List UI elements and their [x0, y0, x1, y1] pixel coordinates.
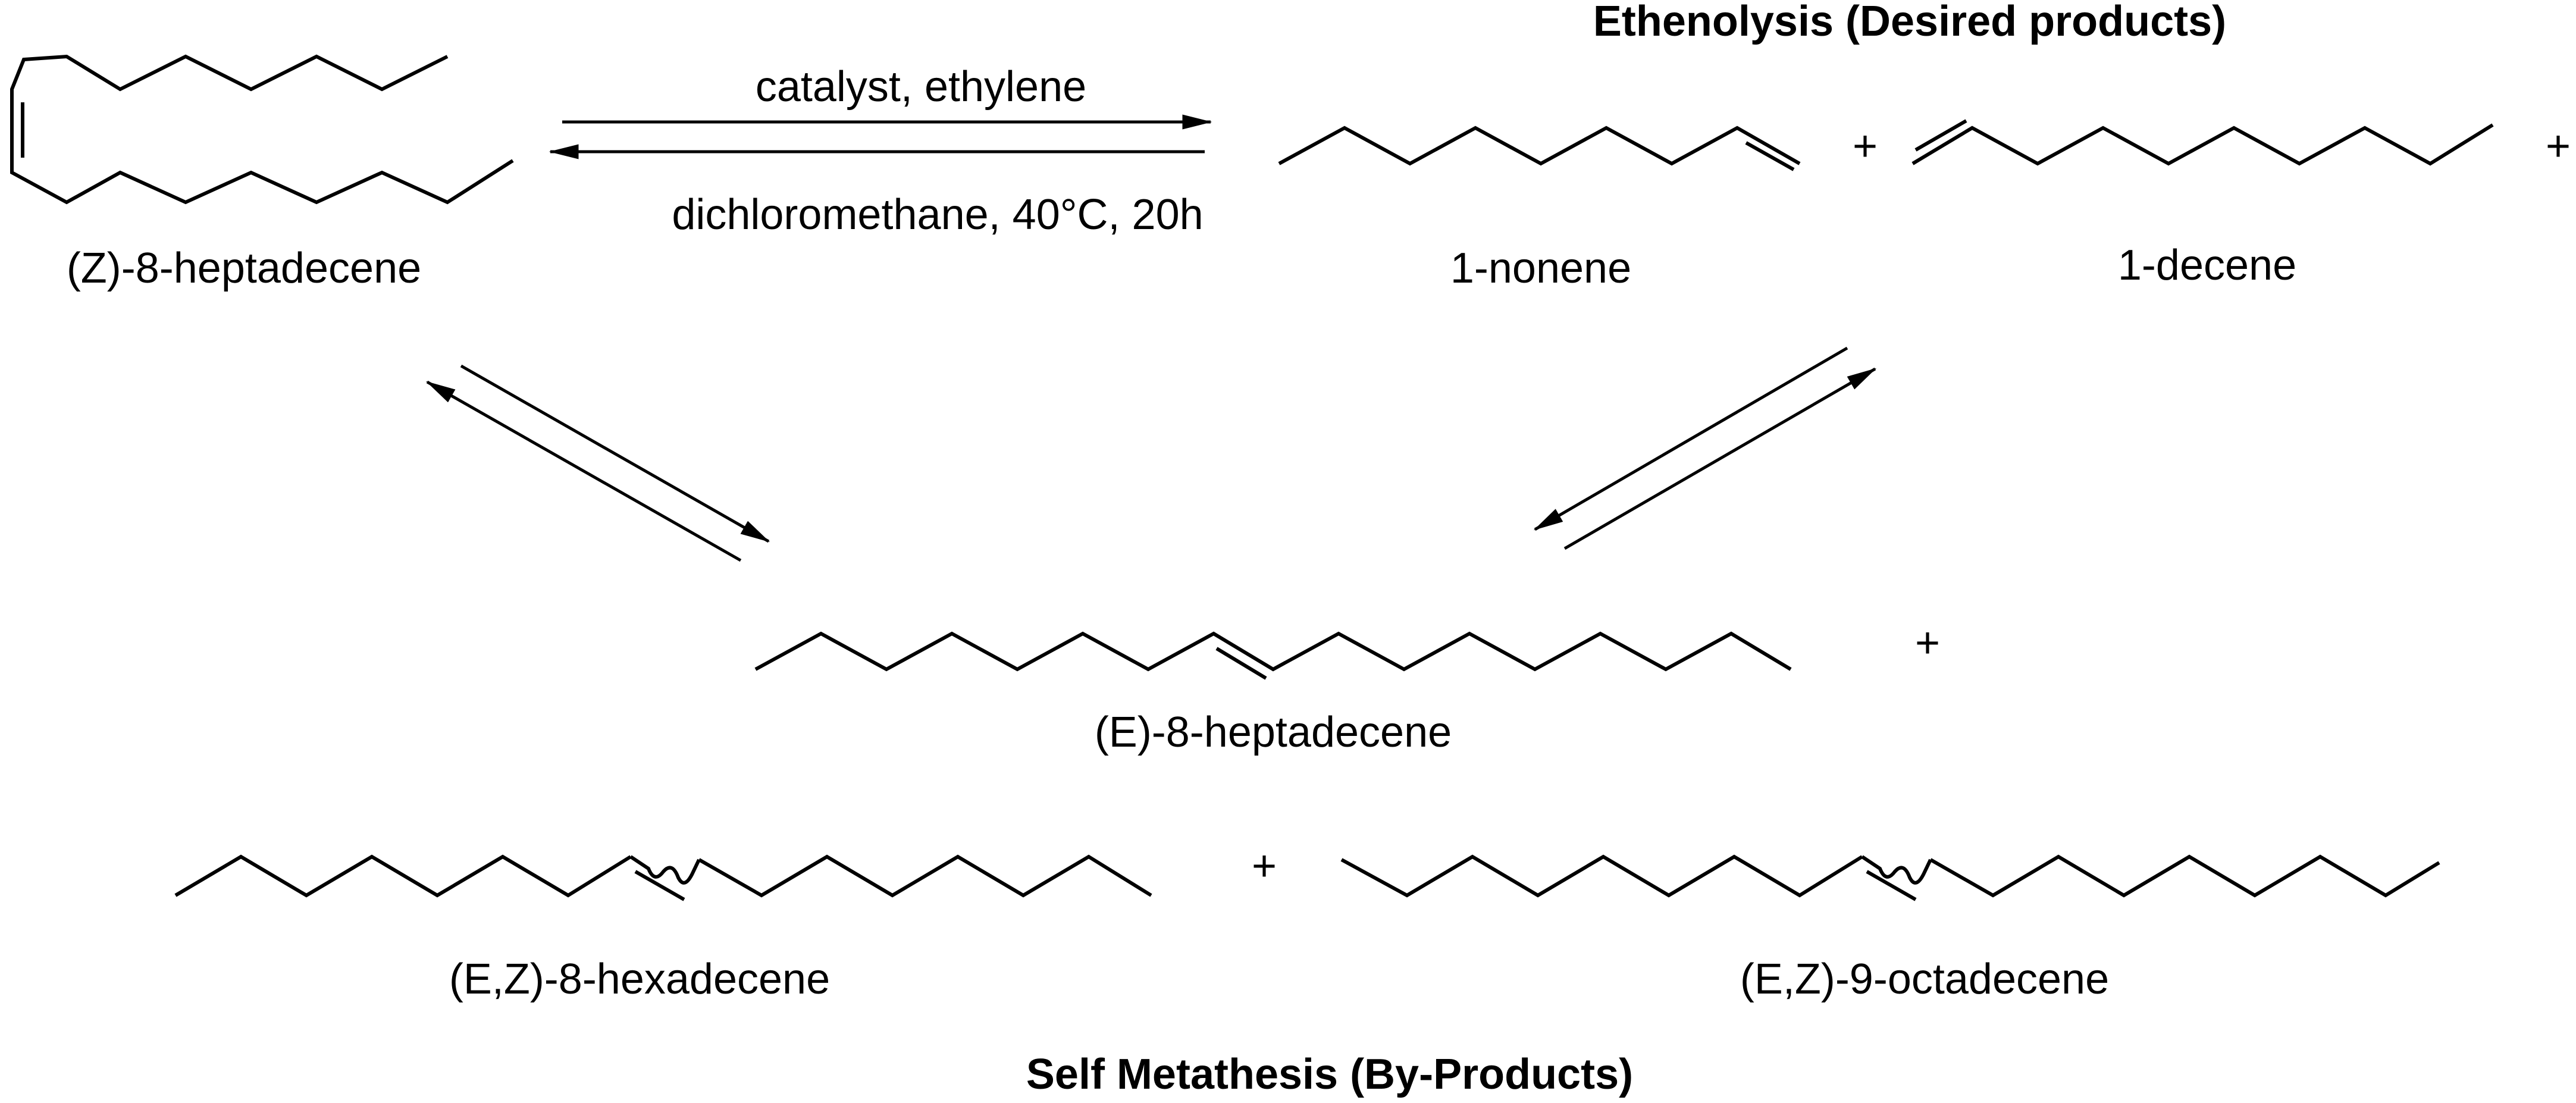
decene-label: 1-decene — [2118, 242, 2296, 289]
self-metathesis-header: Self Metathesis (By-Products) — [1026, 1051, 1633, 1098]
conditions-below-arrow: dichloromethane, 40°C, 20h — [672, 191, 1203, 239]
plus-sign-1: + — [1853, 123, 1878, 170]
nonene-structure — [1278, 126, 1801, 171]
plus-sign-2: + — [2546, 123, 2571, 170]
main-equilibrium-arrows — [549, 114, 1212, 159]
ez8-hexadecene-structure — [174, 854, 1152, 901]
plus-sign-4: + — [1252, 842, 1277, 890]
ethenolysis-header: Ethenolysis (Desired products) — [1593, 0, 2226, 45]
left-equilibrium-arrows — [425, 364, 770, 562]
right-equilibrium-arrows — [1533, 346, 1877, 550]
ez9-octadecene-label: (E,Z)-9-octadecene — [1740, 955, 2109, 1003]
z8-heptadecene-label: (Z)-8-heptadecene — [67, 245, 421, 292]
e8-heptadecene-label: (E)-8-heptadecene — [1095, 709, 1452, 756]
decene-structure — [1911, 119, 2494, 166]
e8-heptadecene-structure — [754, 631, 1792, 680]
plus-sign-3: + — [1915, 619, 1940, 667]
ez9-octadecene-structure — [1340, 854, 2440, 901]
nonene-label: 1-nonene — [1450, 245, 1631, 292]
conditions-above-arrow: catalyst, ethylene — [756, 63, 1086, 111]
ez8-hexadecene-label: (E,Z)-8-hexadecene — [449, 955, 830, 1003]
z8-heptadecene-structure — [10, 54, 514, 205]
